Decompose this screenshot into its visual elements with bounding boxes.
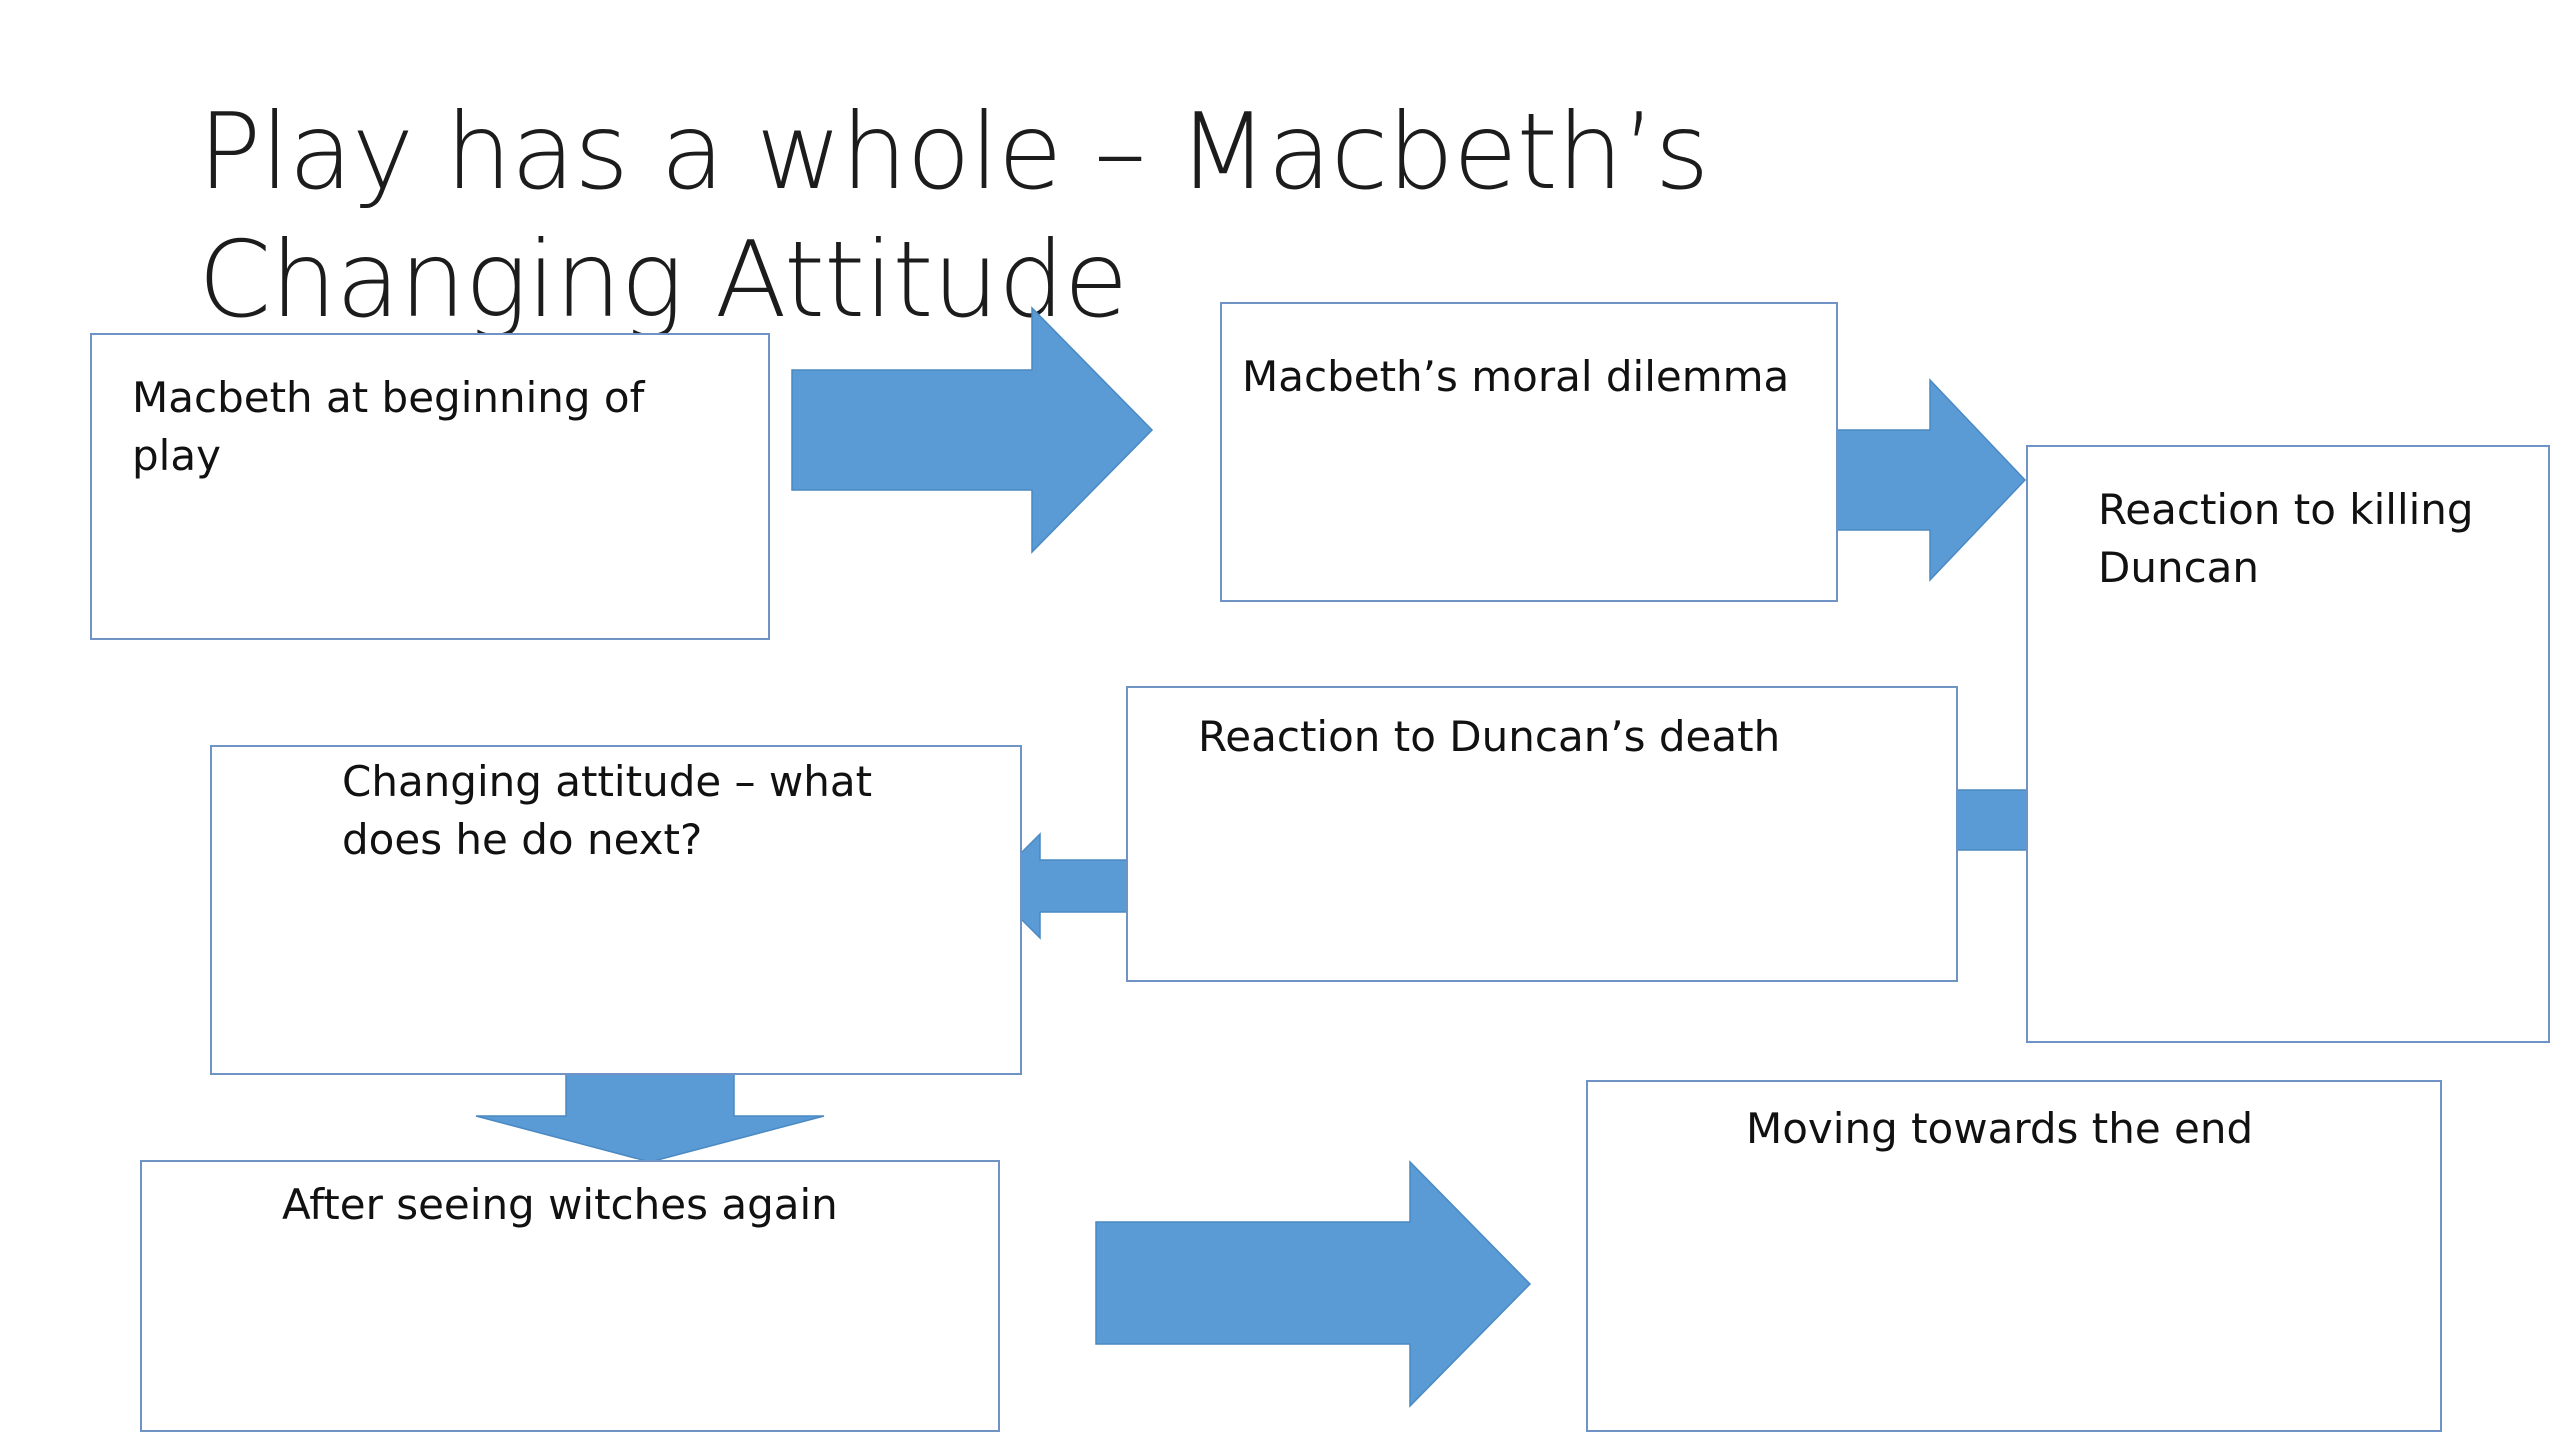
- box-reaction-killing: Reaction to killing Duncan: [2026, 445, 2550, 1043]
- arrow-dilemma-to-reaction-killing: [1829, 378, 2027, 582]
- box-reaction-death: Reaction to Duncan’s death: [1126, 686, 1958, 982]
- box-moral-dilemma: Macbeth’s moral dilemma: [1220, 302, 1838, 602]
- box-towards-end-label: Moving towards the end: [1746, 1104, 2254, 1153]
- box-witches-again-label: After seeing witches again: [282, 1180, 838, 1229]
- box-moral-dilemma-label: Macbeth’s moral dilemma: [1242, 352, 1790, 401]
- box-reaction-killing-label: Reaction to killing Duncan: [2098, 485, 2474, 592]
- arrow-witches-to-end: [1095, 1160, 1532, 1408]
- box-witches-again: After seeing witches again: [140, 1160, 1000, 1432]
- arrow-changing-to-witches: [475, 1071, 825, 1163]
- box-towards-end: Moving towards the end: [1586, 1080, 2442, 1432]
- box-beginning-label: Macbeth at beginning of play: [132, 373, 645, 480]
- box-changing-attitude: Changing attitude – what does he do next…: [210, 745, 1022, 1075]
- box-changing-attitude-label: Changing attitude – what does he do next…: [342, 757, 873, 864]
- arrow-beginning-to-dilemma: [791, 306, 1154, 554]
- slide-title: Play has a whole – Macbeth’s Changing At…: [198, 91, 1709, 341]
- box-beginning: Macbeth at beginning of play: [90, 333, 770, 640]
- box-reaction-death-label: Reaction to Duncan’s death: [1198, 712, 1781, 761]
